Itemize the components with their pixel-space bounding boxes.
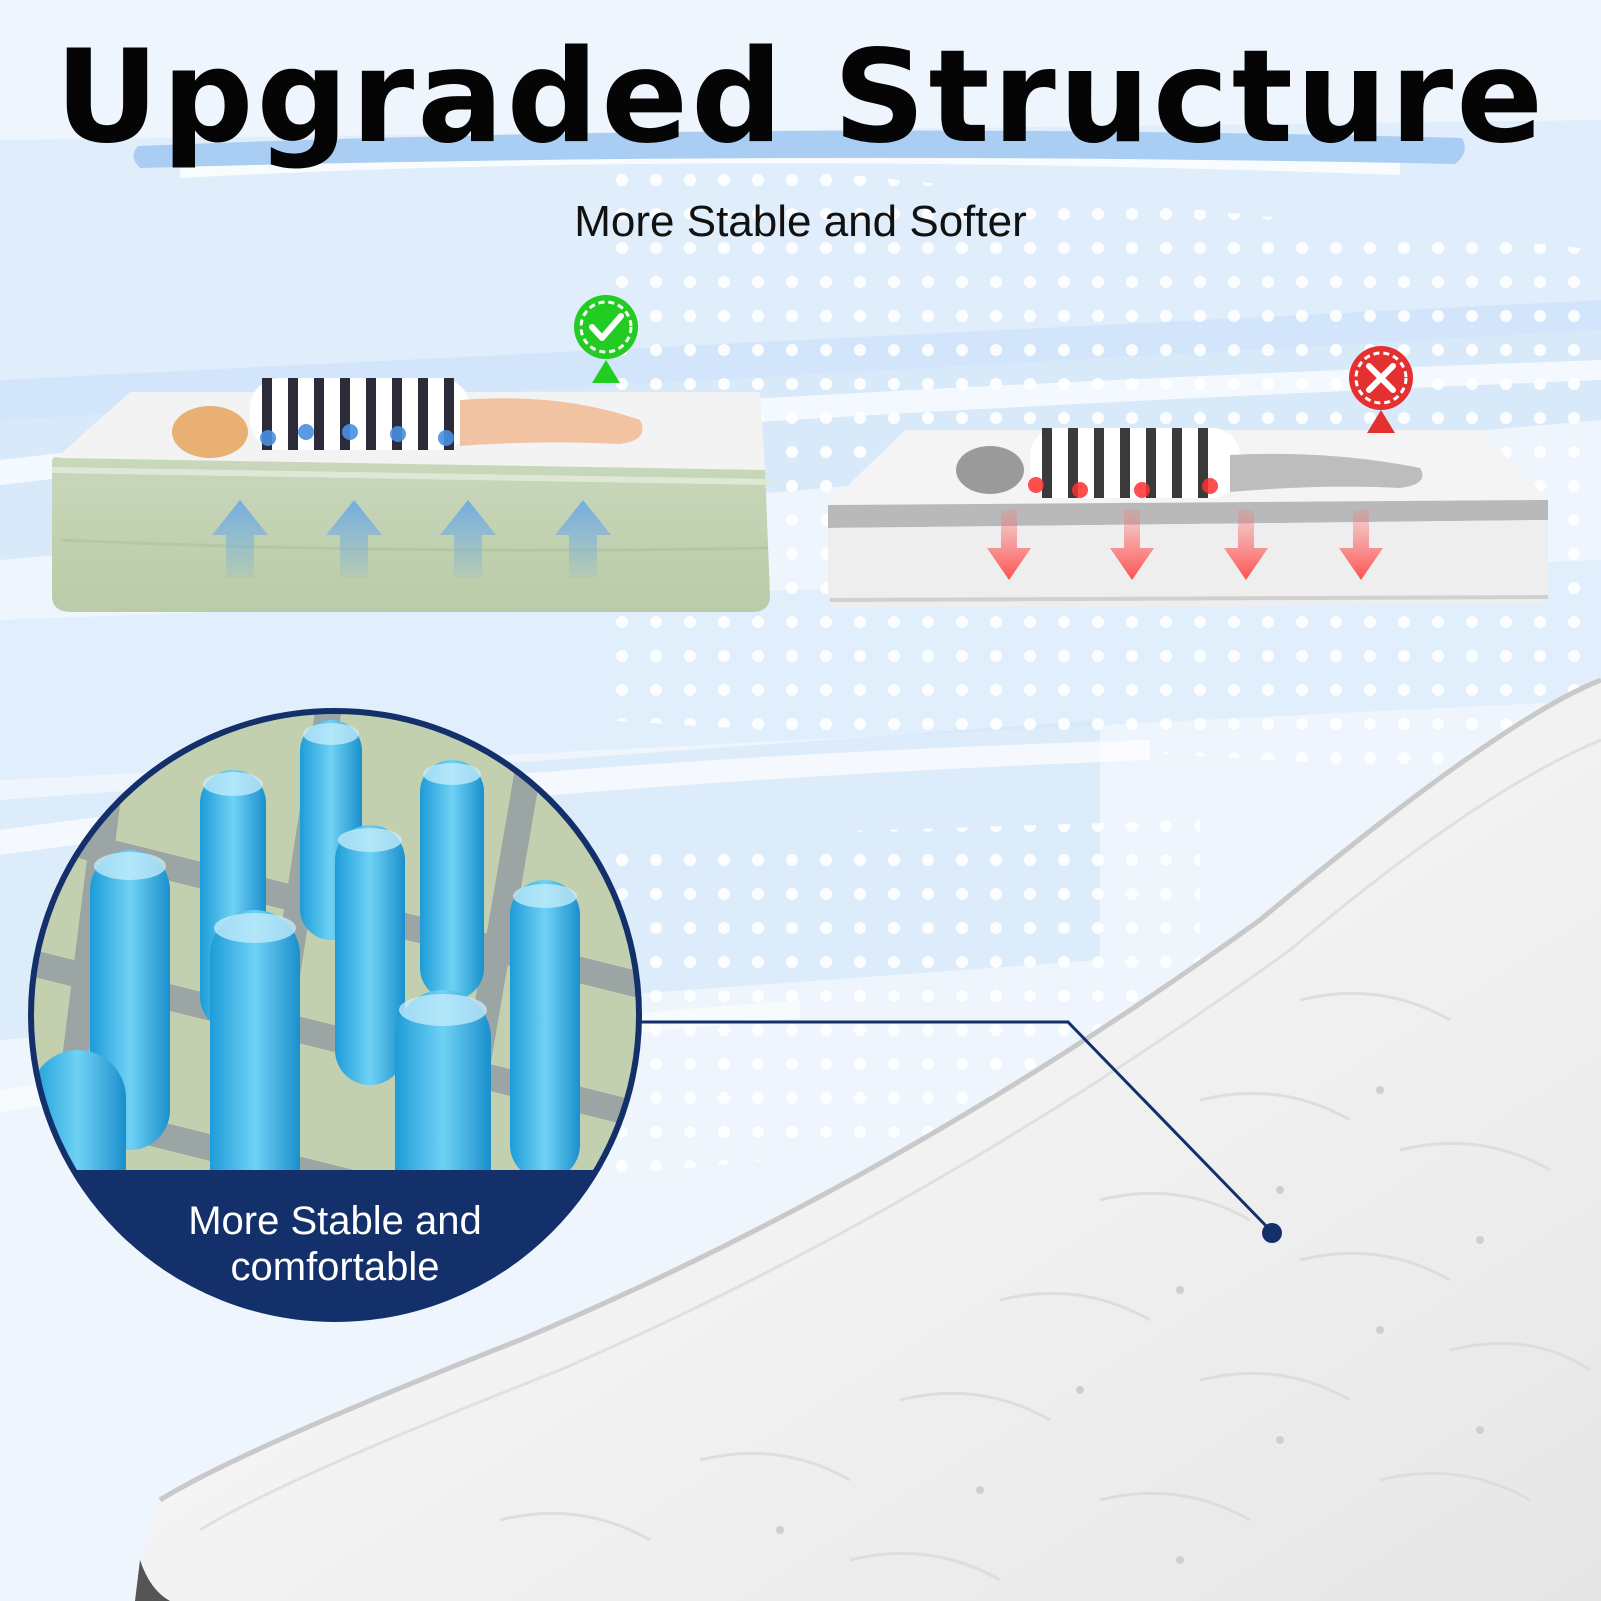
check-icon bbox=[574, 295, 638, 359]
check-marker bbox=[574, 295, 638, 383]
page-subtitle: More Stable and Softer bbox=[574, 197, 1027, 246]
page-title: Upgraded Structure bbox=[54, 23, 1547, 172]
air-mattress bbox=[51, 378, 771, 612]
spring-mattress bbox=[828, 428, 1549, 608]
x-marker bbox=[1349, 346, 1413, 433]
chamber-caption: More Stable and comfortable bbox=[188, 1199, 482, 1289]
x-icon bbox=[1349, 346, 1413, 410]
mattress-topper-closeup bbox=[135, 677, 1601, 1601]
connector-line bbox=[625, 1020, 1274, 1234]
